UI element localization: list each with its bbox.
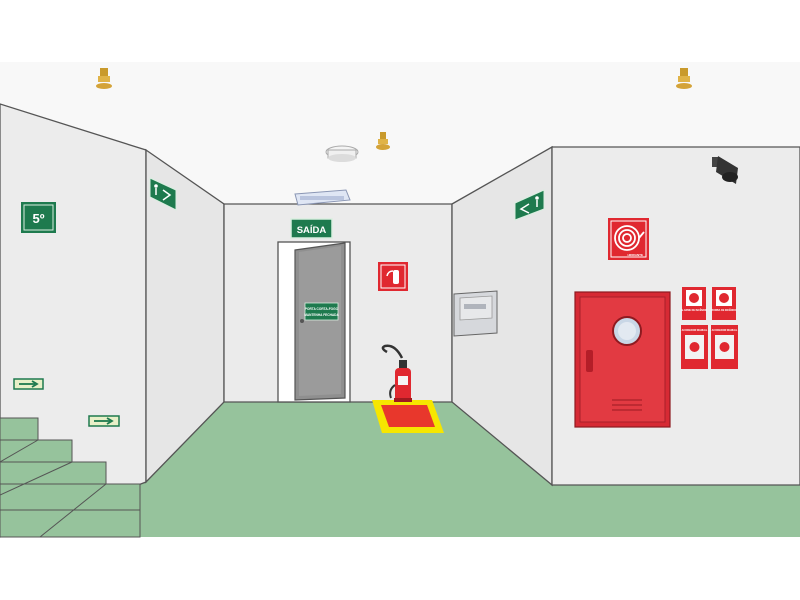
fire-extinguisher-icon — [381, 344, 412, 402]
exit-sign-label: SAÍDA — [297, 225, 327, 236]
alarm-sign-right-label: BOMBA DE INCÊNDIO — [711, 309, 736, 312]
smoke-detector-icon — [325, 145, 359, 162]
exit-direction-sign-left — [514, 189, 545, 221]
exit-direction-sign-right — [149, 177, 177, 211]
alarm-sign-left: ALARME DE INCÊNDIO — [681, 287, 708, 320]
hose-sign-label: HIDRANTE — [628, 253, 644, 257]
arrow-sign-stairs — [88, 415, 120, 427]
manual-call-point-left: ACIONADOR MANUAL — [681, 325, 708, 369]
manual-call-point-right: ACIONADOR MANUAL — [711, 325, 738, 369]
speaker-icon — [712, 156, 738, 184]
floor-number-sign: 5º — [21, 202, 56, 233]
bottom-margin — [0, 537, 800, 600]
door-sign-line1: PORTA CORTA-FOGO — [305, 307, 339, 311]
extinguisher-floor-mat — [372, 400, 444, 433]
door-sign: PORTA CORTA-FOGO MANTENHA FECHADA — [304, 302, 339, 321]
emergency-light-icon — [294, 189, 351, 206]
call-point-right-label: ACIONADOR MANUAL — [712, 329, 738, 332]
sprinkler-icon — [376, 132, 390, 150]
extinguisher-icon — [393, 270, 399, 284]
sprinkler-icon — [676, 68, 692, 89]
electrical-panel — [453, 290, 498, 337]
alarm-sign-left-label: ALARME DE INCÊNDIO — [681, 309, 708, 312]
fire-door: PORTA CORTA-FOGO MANTENHA FECHADA — [277, 241, 351, 403]
staircase — [0, 417, 141, 538]
ceiling — [0, 62, 800, 204]
hose-reel-icon — [614, 225, 645, 251]
door-sign-line2: MANTENHA FECHADA — [304, 313, 339, 317]
hose-cabinet — [574, 291, 671, 428]
floor-number-label: 5º — [33, 211, 45, 226]
sprinkler-icon — [96, 68, 112, 89]
extinguisher-sign — [378, 262, 408, 291]
arrow-sign-left-wall — [13, 378, 44, 390]
hose-sign: HIDRANTE — [608, 218, 649, 260]
call-point-left-label: ACIONADOR MANUAL — [682, 329, 708, 332]
top-margin — [0, 0, 800, 62]
exit-sign: SAÍDA — [290, 218, 333, 239]
alarm-sign-right: BOMBA DE INCÊNDIO — [711, 287, 737, 320]
floor — [0, 402, 800, 537]
